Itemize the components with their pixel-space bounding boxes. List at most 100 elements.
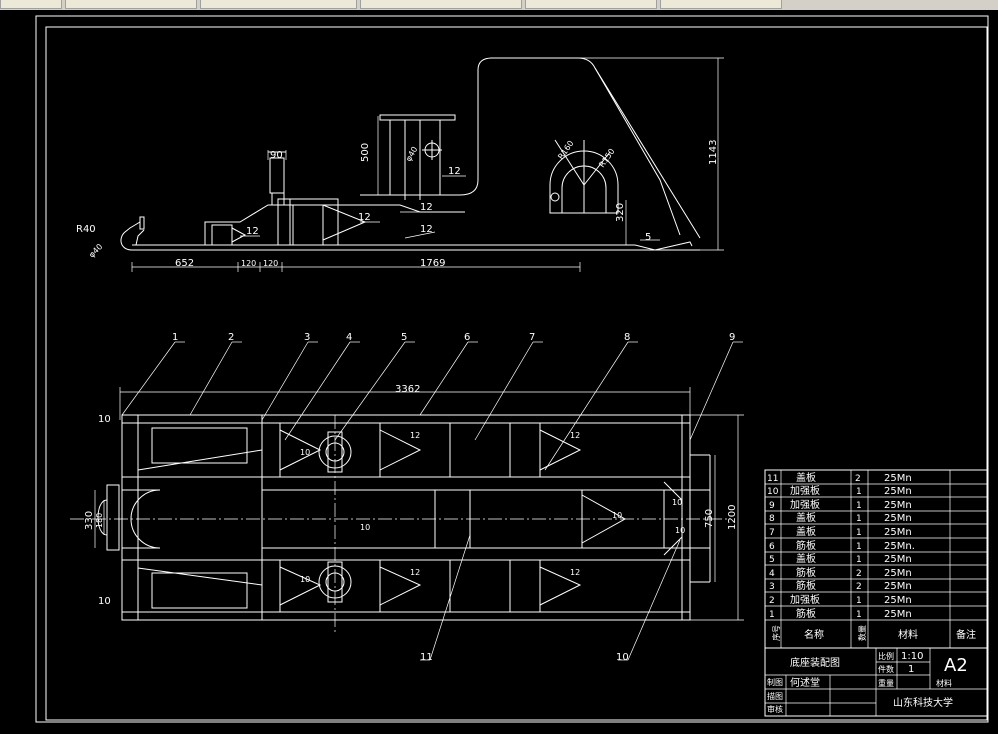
callout-9: 9 bbox=[729, 332, 735, 343]
toolbar-tab[interactable] bbox=[525, 0, 657, 9]
bom-row-name: 筋板 bbox=[796, 566, 816, 579]
callout-1: 1 bbox=[172, 332, 178, 343]
bom-row-mat: 25Mn bbox=[884, 527, 912, 538]
bom-header-name: 名称 bbox=[804, 628, 824, 641]
count-value: 1 bbox=[908, 664, 914, 675]
bom-row-no: 10 bbox=[767, 487, 779, 497]
weld-10e: 10 bbox=[672, 498, 682, 507]
weld-12d: 12 bbox=[420, 224, 433, 235]
bom-row-mat: 25Mn bbox=[884, 473, 912, 484]
dim-750: 750 bbox=[704, 509, 715, 528]
bom-row-qty: 1 bbox=[856, 610, 862, 620]
bom-row-qty: 2 bbox=[855, 474, 861, 484]
bom-row-mat: 25Mn bbox=[884, 568, 912, 579]
callout-5: 5 bbox=[401, 332, 407, 343]
dim-phi40: φ40 bbox=[87, 242, 104, 259]
bom-row-qty: 1 bbox=[856, 501, 862, 511]
bom-row-name: 盖板 bbox=[796, 471, 816, 484]
callout-10: 10 bbox=[616, 652, 629, 663]
drawn-label: 制图 bbox=[767, 677, 783, 687]
bom-row-mat: 25Mn bbox=[884, 554, 912, 565]
bom-row-name: 筋板 bbox=[796, 539, 816, 552]
bom-header-qty: 数量 bbox=[857, 625, 867, 641]
review-label: 审核 bbox=[767, 704, 783, 714]
drawn-by: 何述堂 bbox=[790, 676, 820, 689]
weld-10c: 10 bbox=[360, 523, 370, 532]
weld-12-plan-3: 12 bbox=[410, 568, 420, 577]
bom-row-mat: 25Mn bbox=[884, 486, 912, 497]
bom-row-name: 筋板 bbox=[796, 607, 816, 620]
weld-12c: 12 bbox=[420, 202, 433, 213]
bom-row-no: 1 bbox=[769, 610, 775, 620]
bom-row-name: 盖板 bbox=[796, 511, 816, 524]
toolbar-tab[interactable] bbox=[360, 0, 522, 9]
weld-12a: 12 bbox=[448, 166, 461, 177]
bom-row-name: 盖板 bbox=[796, 552, 816, 565]
bom-row-qty: 1 bbox=[856, 596, 862, 606]
bom-row-no: 3 bbox=[769, 582, 775, 592]
bom-row-mat: 25Mn bbox=[884, 581, 912, 592]
dim-1143: 1143 bbox=[708, 140, 719, 165]
bom-row-mat: 25Mn bbox=[884, 500, 912, 511]
bom-row-name: 盖板 bbox=[796, 525, 816, 538]
bom-row-name: 加强板 bbox=[790, 593, 820, 606]
dim-r160: R160 bbox=[556, 139, 575, 161]
bom-row-qty: 2 bbox=[856, 582, 862, 592]
bom-header-mat: 材料 bbox=[898, 628, 918, 641]
bom-row-mat: 25Mn bbox=[884, 513, 912, 524]
drawing-canvas[interactable]: 90 500 1143 320 652 120 120 1769 R40 φ40… bbox=[0, 10, 998, 730]
bom-row-no: 2 bbox=[769, 596, 775, 606]
dim-r40: R40 bbox=[76, 224, 96, 235]
bom-table bbox=[764, 469, 988, 649]
bom-row-mat: 25Mn. bbox=[884, 541, 915, 552]
bom-row-no: 7 bbox=[769, 528, 775, 538]
bom-row-name: 筋板 bbox=[796, 579, 816, 592]
bom-row-no: 6 bbox=[769, 542, 775, 552]
weld-10d: 10 bbox=[612, 511, 622, 520]
weld-10-left-top: 10 bbox=[98, 414, 111, 425]
bom-row-mat: 25Mn bbox=[884, 609, 912, 620]
bom-header-no: 序号 bbox=[771, 625, 781, 641]
callout-6: 6 bbox=[464, 332, 470, 343]
plan-view bbox=[70, 341, 744, 661]
dim-phi40b: φ40 bbox=[404, 145, 420, 163]
toolbar-tab[interactable] bbox=[200, 0, 357, 9]
weld-10f: 10 bbox=[675, 526, 685, 535]
title-block bbox=[764, 647, 988, 717]
weld-5: 5 bbox=[645, 232, 651, 243]
check-label: 描图 bbox=[767, 691, 783, 701]
weld-12-plan-4: 12 bbox=[570, 568, 580, 577]
dim-330: 330 bbox=[84, 511, 95, 530]
sheet-size: A2 bbox=[944, 655, 968, 676]
bom-row-no: 5 bbox=[769, 555, 775, 565]
drawing-title: 底座装配图 bbox=[790, 656, 840, 669]
dim-3362: 3362 bbox=[395, 384, 420, 395]
callout-8: 8 bbox=[624, 332, 630, 343]
callout-3: 3 bbox=[304, 332, 310, 343]
weld-12e: 12 bbox=[246, 226, 259, 237]
scale-label: 比例 bbox=[878, 651, 894, 661]
bom-row-qty: 1 bbox=[856, 555, 862, 565]
bom-row-name: 加强板 bbox=[790, 498, 820, 511]
dim-320: 320 bbox=[615, 203, 626, 222]
bom-row-qty: 1 bbox=[856, 487, 862, 497]
count-label: 件数 bbox=[878, 664, 894, 674]
toolbar-tab[interactable] bbox=[0, 0, 62, 9]
bom-row-no: 9 bbox=[769, 501, 775, 511]
bom-row-qty: 1 bbox=[856, 514, 862, 524]
dim-1769: 1769 bbox=[420, 258, 445, 269]
weld-10-left-bottom: 10 bbox=[98, 596, 111, 607]
weight-label: 重量 bbox=[878, 678, 894, 688]
dim-r150: R150 bbox=[597, 147, 616, 169]
weld-10b: 10 bbox=[300, 575, 310, 584]
dim-652: 652 bbox=[175, 258, 194, 269]
toolbar-tab[interactable] bbox=[65, 0, 197, 9]
scale-value: 1:10 bbox=[901, 651, 923, 662]
toolbar-tab[interactable] bbox=[660, 0, 782, 9]
weld-12-plan-2: 12 bbox=[570, 431, 580, 440]
weld-10a: 10 bbox=[300, 448, 310, 457]
cad-drawing: 90 500 1143 320 652 120 120 1769 R40 φ40… bbox=[35, 15, 989, 723]
outer-border bbox=[35, 15, 989, 723]
callout-11: 11 bbox=[420, 652, 433, 663]
dim-120b: 120 bbox=[263, 259, 278, 268]
